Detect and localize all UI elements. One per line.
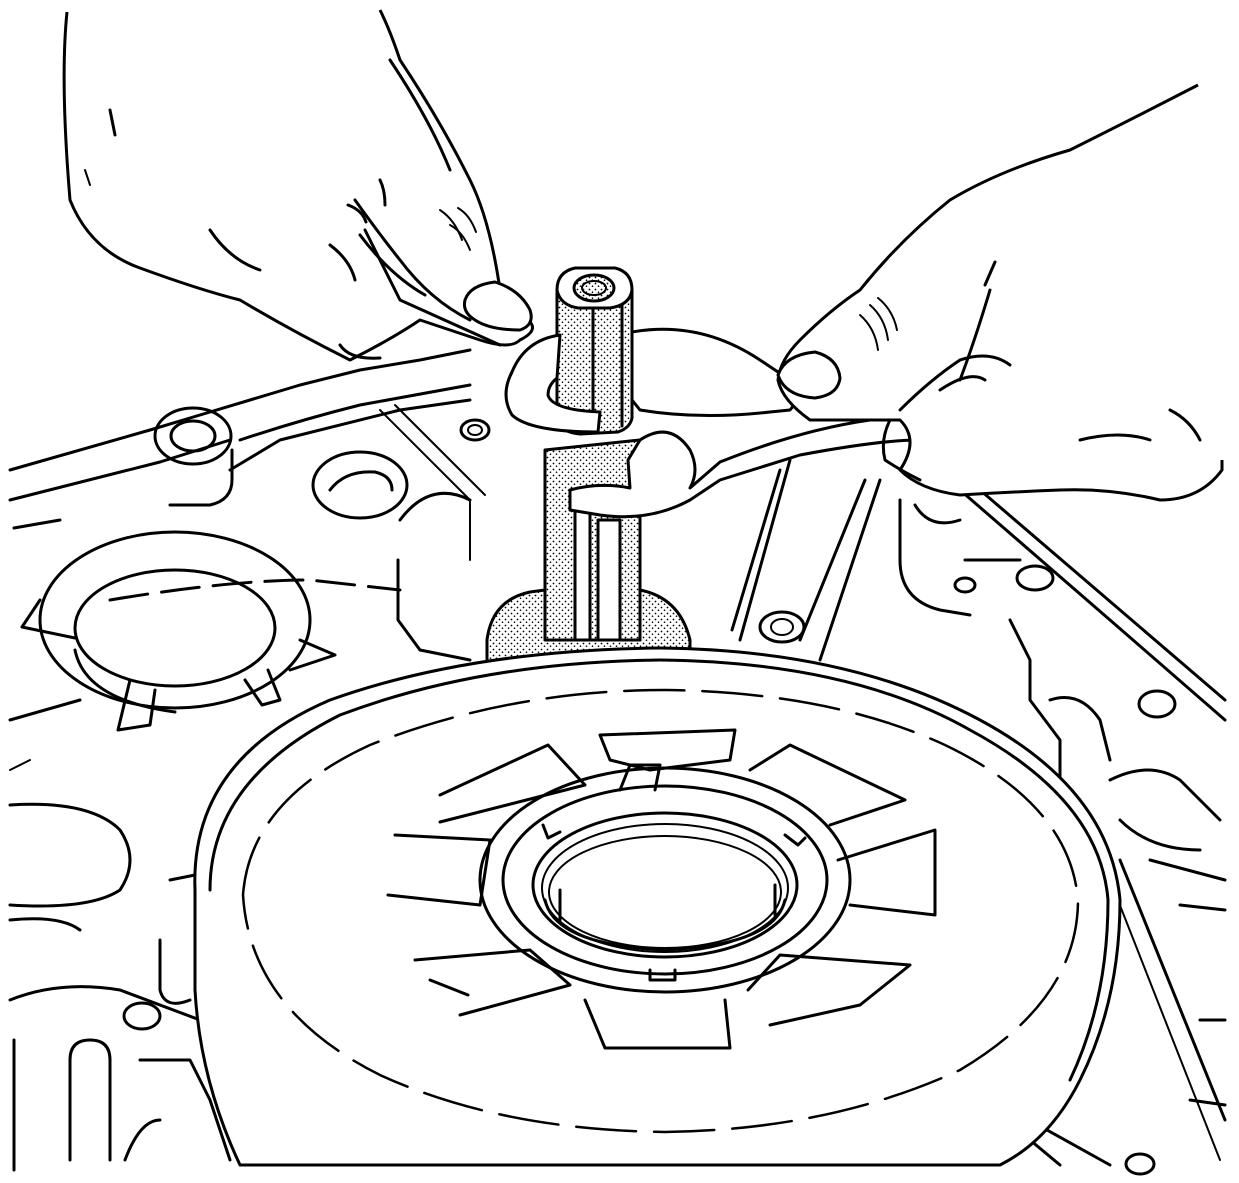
case-ribs-right xyxy=(730,458,1227,1167)
snap-ring-with-tabs xyxy=(20,530,337,732)
transmission-case xyxy=(8,348,486,1172)
open-end-wrench-lower xyxy=(568,417,922,519)
oil-pump-assembly xyxy=(193,646,1122,1167)
case-port-left xyxy=(311,450,409,520)
right-hand xyxy=(776,83,1224,502)
left-hand xyxy=(62,9,534,362)
case-opening-lower-left xyxy=(8,802,132,932)
open-end-wrench-upper xyxy=(504,327,797,434)
